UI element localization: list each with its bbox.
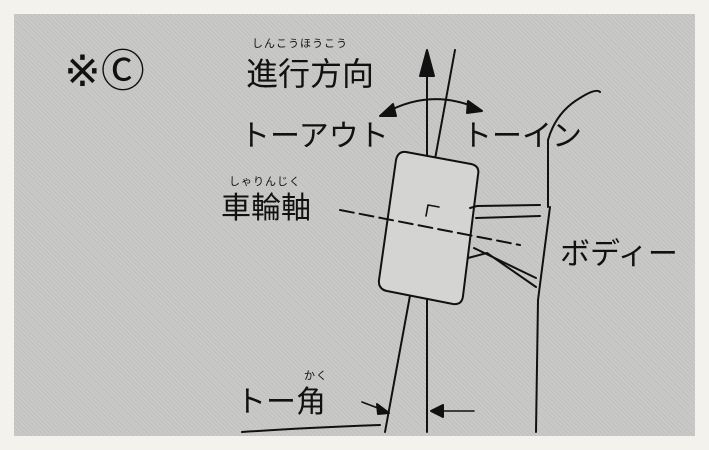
suspension-arm-mid xyxy=(475,215,541,219)
axle-ruby: しゃりんじく xyxy=(229,175,301,188)
toe-angle-label: トー角 xyxy=(236,385,326,420)
toe-in-label: トーイン xyxy=(462,119,582,154)
diagram-panel xyxy=(14,14,695,436)
toe-angle-ruby: かく xyxy=(304,369,328,382)
toe-curve-arrowhead-left xyxy=(379,103,397,117)
right-angle-mark xyxy=(425,204,440,217)
suspension-arm-top xyxy=(469,204,541,209)
suspension-arm-bottom xyxy=(467,252,537,288)
axle-label: 車輪軸 xyxy=(221,191,311,226)
toe-angle-arrowhead-left xyxy=(376,403,390,415)
direction-ruby: しんこうほうこう xyxy=(252,37,348,50)
toe-out-label: トーアウト xyxy=(240,119,389,154)
toe-angle-leader xyxy=(241,424,381,433)
body-edge xyxy=(535,206,551,433)
figure-marker: ※Ⓒ xyxy=(64,46,145,97)
suspension-arm-mid2 xyxy=(473,247,537,279)
toe-angle-arrowhead-right xyxy=(430,404,444,418)
direction-label: 進行方向 xyxy=(246,55,375,93)
body-outline xyxy=(547,89,601,208)
axle-line xyxy=(339,209,521,246)
toe-curve-arrowhead-right xyxy=(466,100,483,114)
direction-arrow xyxy=(419,49,435,77)
toe-curve-arrow xyxy=(384,98,478,114)
body-label: ボディー xyxy=(560,237,678,272)
